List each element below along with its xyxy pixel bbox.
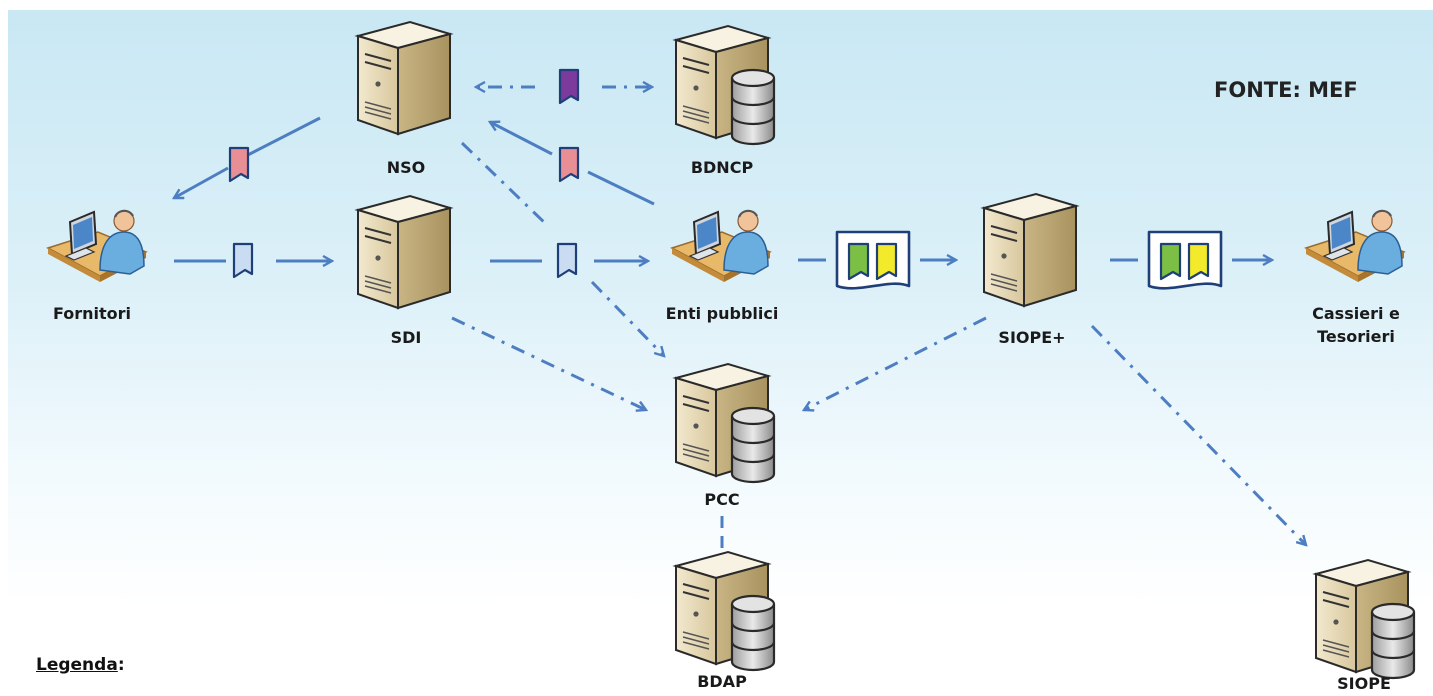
- arrow-nso-fornitori-2: [174, 166, 229, 200]
- arrow-enti-nso-1: [587, 170, 655, 206]
- arrow-enti-pcc: [590, 280, 664, 356]
- database-server-icon: [676, 552, 774, 670]
- database-server-icon: [1316, 560, 1414, 678]
- document-icon: [228, 146, 250, 183]
- arrow-siope-plus-siope: [1090, 324, 1306, 545]
- node-label-siope: SIOPE: [1337, 674, 1391, 693]
- document-icon: [558, 146, 580, 183]
- legend-title: Legenda:: [36, 655, 125, 675]
- node-label-cassieri-tesorieri: Cassieri e Tesorieri: [1312, 302, 1400, 348]
- server-icon: [357, 21, 451, 135]
- node-label-cassieri-line2: Tesorieri: [1317, 327, 1395, 346]
- database-server-icon: [676, 364, 774, 482]
- node-label-pcc: PCC: [704, 490, 740, 509]
- node-label-bdncp: BDNCP: [690, 158, 754, 177]
- arrow-sdi-pcc: [451, 316, 646, 410]
- node-label-fornitori: Fornitori: [52, 304, 132, 323]
- source-note: FONTE: MEF: [1214, 78, 1358, 102]
- arrow-siope-pcc: [804, 316, 987, 410]
- node-label-cassieri-line1: Cassieri e: [1312, 304, 1400, 323]
- database-server-icon: [676, 26, 774, 144]
- node-label-siope-plus: SIOPE+: [998, 328, 1066, 347]
- node-label-bdap: BDAP: [697, 672, 747, 691]
- payment-order-icon: [1147, 230, 1223, 290]
- document-icon: [558, 68, 580, 105]
- legend-title-text: Legenda: [36, 655, 118, 675]
- node-label-enti-pubblici: Enti pubblici: [665, 304, 779, 323]
- node-label-nso: NSO: [386, 158, 426, 177]
- legend-colon: :: [117, 655, 125, 675]
- arrow-nso-enti-dashed: [460, 141, 550, 228]
- user-at-computer-icon: [670, 209, 772, 284]
- user-at-computer-icon: [1304, 209, 1406, 284]
- document-icon: [232, 242, 254, 279]
- arrow-nso-fornitori-1: [241, 116, 321, 160]
- user-at-computer-icon: [46, 209, 148, 284]
- node-label-sdi: SDI: [390, 328, 422, 347]
- server-icon: [357, 195, 451, 309]
- document-icon: [556, 242, 578, 279]
- payment-order-icon: [835, 230, 911, 290]
- server-icon: [983, 193, 1077, 307]
- arrow-enti-nso-2: [490, 122, 553, 156]
